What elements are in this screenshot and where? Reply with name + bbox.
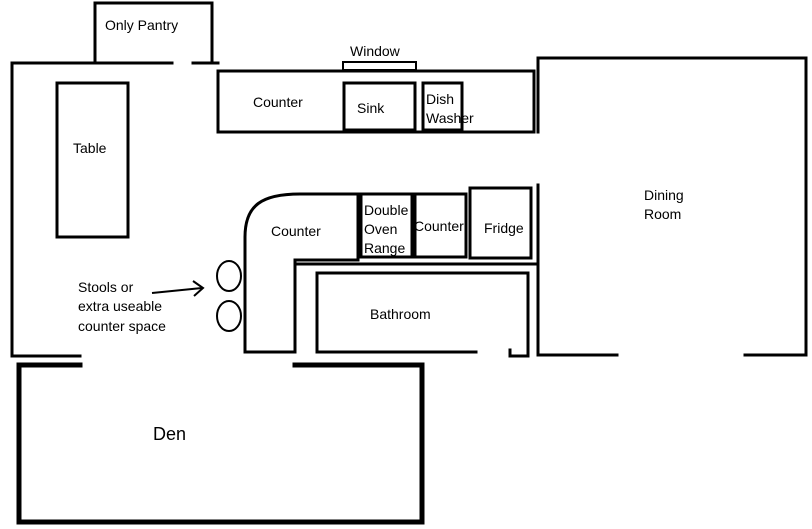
sink: Sink: [342, 81, 417, 132]
stools-note-line3: counter space: [78, 318, 166, 334]
dining-room-label-line2: Room: [644, 206, 681, 222]
top-counter-label: Counter: [253, 94, 303, 110]
bathroom: Bathroom: [293, 262, 540, 358]
window: Window: [342, 43, 417, 71]
double-oven-range: Double Oven Range: [359, 192, 414, 259]
oven-label-line3: Range: [364, 240, 405, 256]
dining-room: Dining Room: [536, 56, 808, 357]
stool-bottom: [216, 300, 242, 332]
stools: [216, 260, 242, 332]
fridge-label: Fridge: [484, 220, 524, 236]
small-counter: Counter: [413, 192, 468, 259]
oven-label-line2: Oven: [364, 221, 397, 237]
table-label: Table: [73, 140, 107, 156]
oven-label-line1: Double: [364, 202, 409, 218]
small-counter-label: Counter: [414, 218, 464, 234]
stools-note-line1: Stools or: [78, 279, 134, 295]
bathroom-label: Bathroom: [370, 306, 431, 322]
stools-arrow: [151, 287, 203, 294]
stools-note-line2: extra useable: [78, 298, 162, 314]
island-counter: Counter: [243, 192, 360, 354]
window-label: Window: [350, 43, 401, 59]
kitchen-walls: [10, 61, 220, 358]
island-counter-label: Counter: [271, 223, 321, 239]
dishwasher-label-line2: Washer: [426, 110, 474, 126]
fridge: Fridge: [468, 186, 533, 260]
table: Table: [55, 81, 130, 239]
stools-arrow-head: [192, 280, 205, 297]
den-label: Den: [153, 424, 186, 444]
dishwasher: Dish Washer: [421, 81, 474, 132]
stools-note: Stools or extra useable counter space: [78, 279, 205, 334]
sink-label: Sink: [357, 100, 385, 116]
pantry: Only Pantry: [93, 1, 214, 64]
dining-room-label-line1: Dining: [644, 187, 684, 203]
stool-top: [216, 260, 242, 292]
den: Den: [16, 362, 425, 525]
pantry-label: Only Pantry: [105, 17, 178, 33]
dishwasher-label-line1: Dish: [426, 91, 454, 107]
